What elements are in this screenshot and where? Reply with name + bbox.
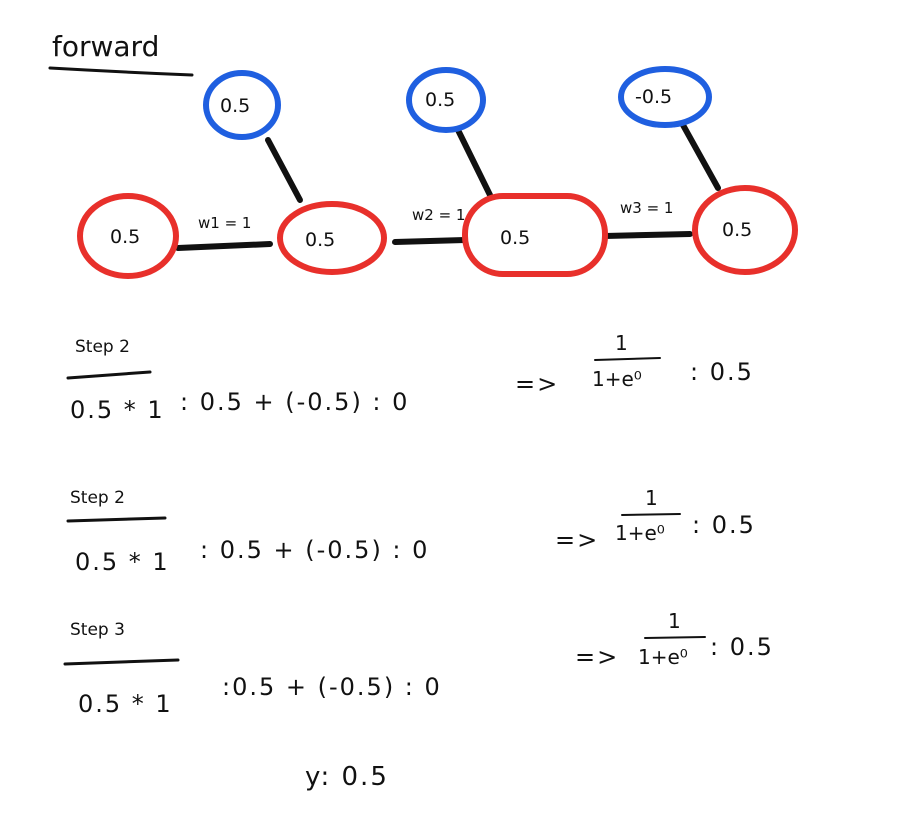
page-title: forward	[52, 30, 159, 63]
step-3-lhs: 0.5 * 1	[78, 690, 173, 718]
bias-node-2	[406, 67, 486, 133]
bias-node-3	[618, 66, 712, 128]
step-1-heading: Step 2	[75, 337, 130, 357]
bias-node-2-value: 0.5	[425, 89, 455, 111]
bias-connector-2	[455, 127, 493, 198]
step-3-arrow: =>	[575, 643, 619, 671]
step-3-sigmoid-denominator: 1+e⁰	[638, 645, 688, 669]
step-3-result: : 0.5	[710, 633, 774, 661]
input-node-4	[692, 185, 798, 275]
step-3-fraction-bar	[63, 658, 180, 666]
step-1-arrow: =>	[515, 370, 559, 398]
step-2-fraction-bar	[66, 516, 167, 523]
step-1-lhs: 0.5 * 1	[70, 396, 165, 424]
step-1-sigmoid-bar	[594, 357, 661, 361]
bias-node-3-value: -0.5	[635, 86, 672, 108]
input-node-3	[462, 193, 608, 277]
bias-connector-3	[680, 122, 721, 191]
step-1-fraction-bar	[66, 370, 152, 380]
step-1-sigmoid-denominator: 1+e⁰	[592, 367, 642, 391]
step-2-sigmoid-denominator: 1+e⁰	[615, 521, 665, 545]
bias-node-1-value: 0.5	[220, 95, 250, 117]
step-2-sigmoid-bar	[621, 513, 681, 516]
step-2-result: : 0.5	[692, 511, 756, 539]
step-2-lhs: 0.5 * 1	[75, 548, 170, 576]
bias-connector-1	[265, 137, 303, 203]
step-3-sum: :0.5 + (-0.5) : 0	[222, 673, 442, 701]
step-3-sigmoid-numerator: 1	[668, 609, 681, 633]
step-1-sum: : 0.5 + (-0.5) : 0	[180, 388, 409, 416]
input-node-1-value: 0.5	[110, 226, 140, 248]
step-2-sum: : 0.5 + (-0.5) : 0	[200, 536, 429, 564]
step-3-sigmoid-bar	[644, 636, 706, 639]
step-1-result: : 0.5	[690, 358, 754, 386]
step-2-heading: Step 2	[70, 488, 125, 508]
weight-edge-3	[602, 231, 693, 239]
bias-node-1	[203, 70, 281, 140]
input-node-2	[277, 201, 387, 275]
weight-label-3: w3 = 1	[620, 199, 673, 217]
weight-edge-2	[392, 237, 468, 245]
step-2-arrow: =>	[555, 526, 599, 554]
weight-label-1: w1 = 1	[198, 214, 251, 232]
weight-edge-1	[175, 241, 273, 251]
input-node-3-value: 0.5	[500, 227, 530, 249]
input-node-2-value: 0.5	[305, 229, 335, 251]
title-underline	[48, 66, 194, 77]
step-2-sigmoid-numerator: 1	[645, 486, 658, 510]
input-node-1	[77, 193, 179, 279]
input-node-4-value: 0.5	[722, 219, 752, 241]
weight-label-2: w2 = 1	[412, 206, 465, 224]
step-3-heading: Step 3	[70, 620, 125, 640]
step-1-sigmoid-numerator: 1	[615, 331, 628, 355]
output-value: y: 0.5	[305, 762, 389, 792]
